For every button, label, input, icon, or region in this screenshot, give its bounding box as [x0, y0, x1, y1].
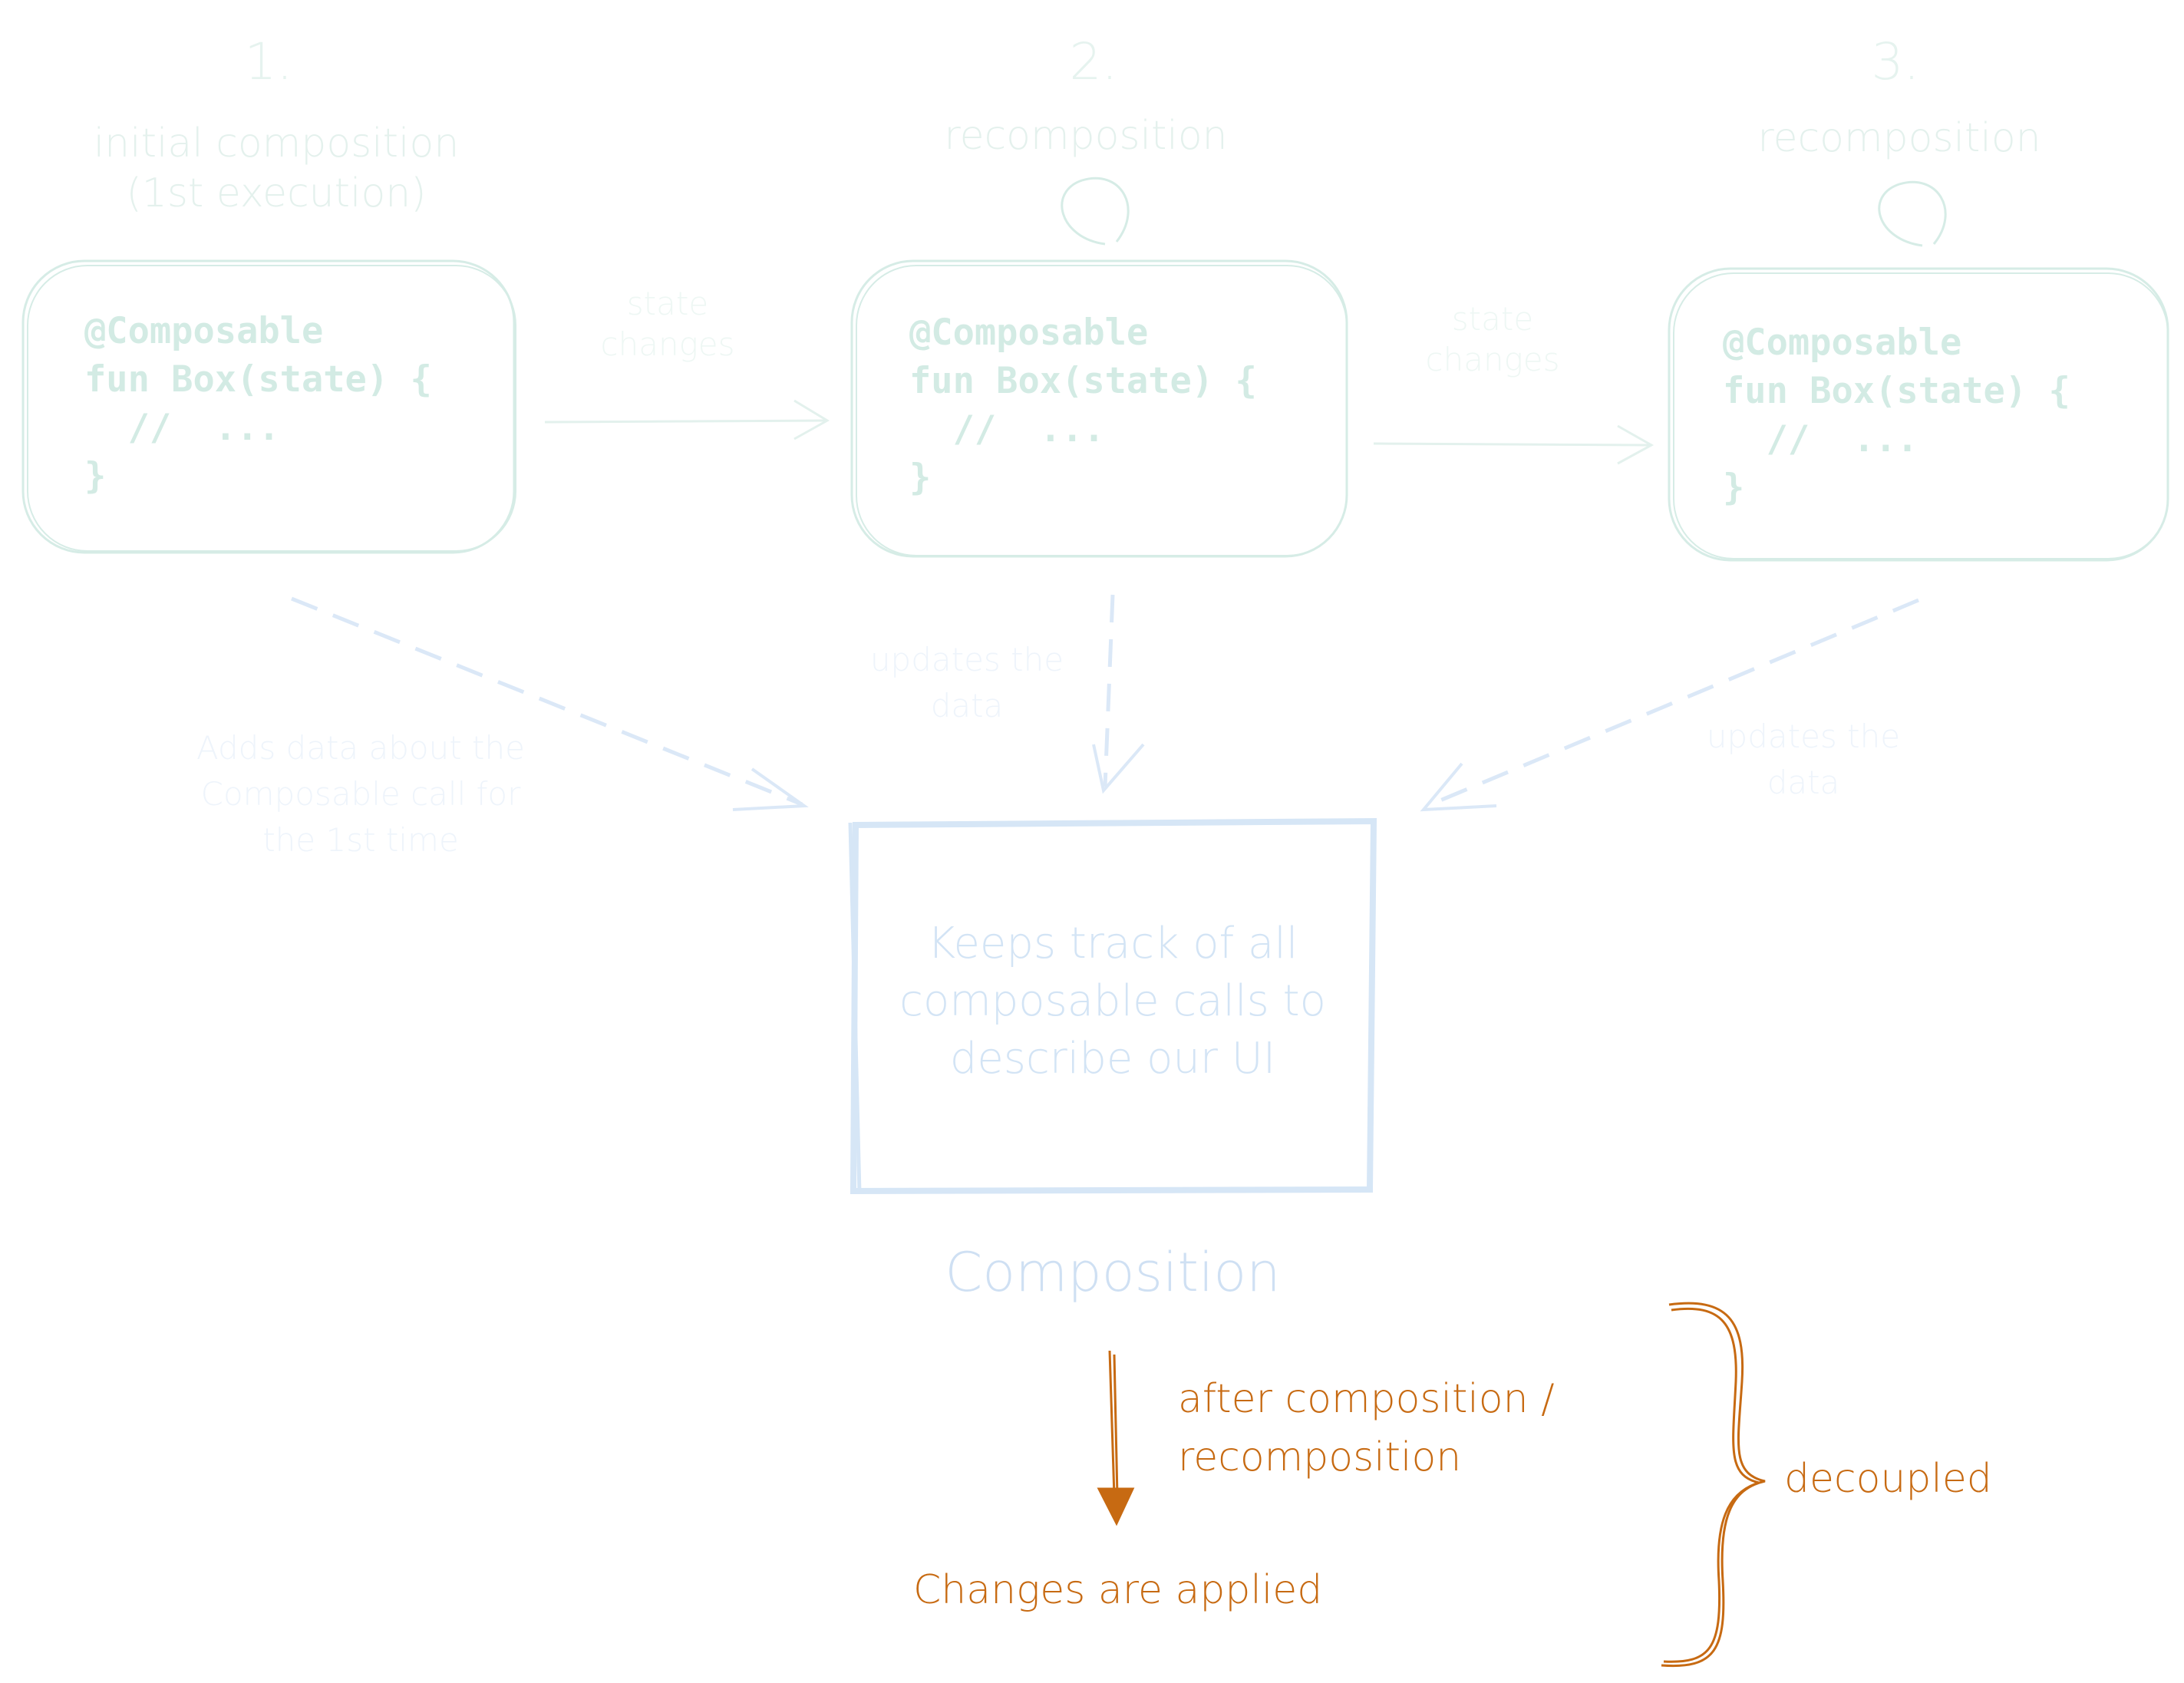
- step-1-code: @Composable fun Box(state) { // ...}: [84, 307, 432, 500]
- step-3-code: @Composable fun Box(state) { // ...}: [1723, 318, 2070, 512]
- composition-description-line: composable calls to: [899, 976, 1326, 1026]
- data-arrow-left-head: [732, 767, 809, 811]
- decoupled-label: decoupled: [1784, 1456, 1992, 1502]
- code-line: @Composable: [84, 310, 324, 352]
- step-2-caption: recomposition: [856, 111, 1316, 161]
- code-line: @Composable: [909, 312, 1149, 354]
- code-line: // ...: [84, 407, 280, 449]
- code-line: }: [84, 455, 107, 497]
- data-arrow-middle: [1103, 594, 1115, 787]
- composition-box: [848, 817, 1377, 1195]
- composable-box-2: [850, 259, 1348, 558]
- updates-data-line: updates the: [869, 641, 1064, 678]
- code-line: @Composable: [1723, 322, 1962, 364]
- state-changes-line: state: [626, 285, 709, 322]
- step-2-code: @Composable fun Box(state) { // ...}: [909, 309, 1257, 502]
- state-changes-line: state: [1451, 300, 1534, 338]
- after-composition-label: after composition / recomposition: [1178, 1370, 1555, 1487]
- step-1-caption-line: (1st execution): [126, 170, 427, 216]
- code-line: fun Box(state) {: [909, 360, 1257, 402]
- composable-box-1: [21, 259, 516, 554]
- composable-box-3: [1668, 267, 2169, 562]
- adds-data-line: Composable call for: [200, 775, 521, 813]
- step-1-caption: initial composition (1st execution): [46, 119, 506, 219]
- state-change-arrow-2: [1373, 424, 1654, 465]
- state-changes-label-1: state changes: [568, 284, 767, 365]
- code-line: // ...: [1723, 418, 1918, 460]
- updates-data-line: data: [1767, 764, 1840, 801]
- state-changes-label-2: state changes: [1393, 299, 1592, 380]
- changes-applied-label: Changes are applied: [913, 1567, 1323, 1613]
- state-change-arrow-1: [544, 399, 830, 441]
- composition-description-line: Keeps track of all: [927, 919, 1298, 969]
- code-line: fun Box(state) {: [84, 358, 432, 401]
- updates-data-line: data: [930, 687, 1004, 724]
- code-line: }: [1723, 467, 1745, 509]
- step-2-number: 2.: [1069, 32, 1118, 91]
- step-1-number: 1.: [244, 32, 293, 91]
- data-arrow-middle-head: [1092, 743, 1145, 794]
- step-3-caption-line: recomposition: [1757, 115, 2041, 161]
- decoupled-brace: [1661, 1302, 1766, 1668]
- data-arrow-left: [291, 596, 803, 807]
- composition-description-line: describe our UI: [949, 1034, 1276, 1084]
- loop-icon-3: [1878, 180, 1947, 247]
- adds-data-line: the 1st time: [262, 821, 459, 859]
- updates-data-line: updates the: [1706, 718, 1901, 755]
- adds-data-label: Adds data about the Composable call for …: [138, 725, 583, 863]
- step-2-caption-line: recomposition: [944, 113, 1228, 159]
- state-changes-line: changes: [1425, 340, 1560, 378]
- step-1-caption-line: initial composition: [93, 120, 460, 167]
- code-line: fun Box(state) {: [1723, 370, 2070, 412]
- apply-arrow: [1108, 1350, 1119, 1497]
- data-arrow-right-head: [1420, 762, 1497, 812]
- code-line: }: [909, 457, 932, 499]
- code-line: // ...: [909, 408, 1105, 450]
- composition-title: Composition: [945, 1241, 1281, 1304]
- updates-data-label-right: updates the data: [1681, 714, 1926, 806]
- updates-data-label-middle: updates the data: [844, 637, 1090, 729]
- after-composition-line: after composition /: [1178, 1376, 1555, 1422]
- loop-icon-2: [1061, 177, 1130, 246]
- step-3-caption: recomposition: [1669, 114, 2130, 163]
- adds-data-line: Adds data about the: [196, 729, 525, 767]
- after-composition-line: recomposition: [1178, 1434, 1462, 1480]
- composition-description: Keeps track of all composable calls to d…: [867, 915, 1358, 1087]
- state-changes-line: changes: [600, 325, 735, 363]
- step-3-number: 3.: [1871, 32, 1920, 91]
- apply-arrow-head: [1097, 1487, 1135, 1526]
